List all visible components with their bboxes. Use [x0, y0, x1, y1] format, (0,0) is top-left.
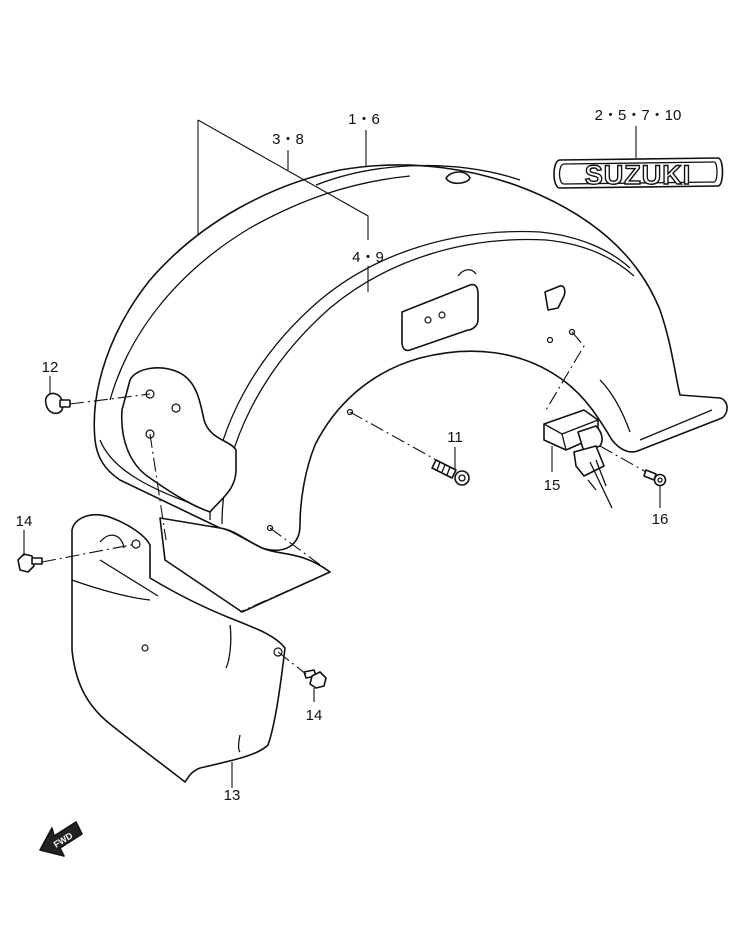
suzuki-emblem: SUZUKI [553, 157, 724, 191]
label-bolt-right: 14 [306, 707, 323, 724]
bolt-14-left [17, 553, 43, 573]
bolt-16 [643, 469, 667, 487]
label-lock-assembly: 15 [544, 477, 561, 494]
label-screw-cap: 12 [42, 359, 59, 376]
lock-assembly-15 [543, 409, 613, 509]
label-fender-front-strip: 3・8 [272, 131, 304, 148]
label-bolt-small: 16 [652, 511, 669, 528]
side-bracket [120, 367, 237, 513]
fwd-arrow: FWD [39, 821, 83, 857]
emblem-text: SUZUKI [585, 160, 692, 190]
label-screw-long: 11 [447, 429, 463, 446]
label-fender-inner-strip: 4・9 [352, 249, 384, 266]
assembly-lines [41, 331, 647, 675]
callout-labels: 1・6 3・8 4・9 2・5・7・10 12 11 15 16 14 14 1… [16, 107, 682, 804]
leader-lines [23, 119, 661, 788]
bolt-14-right [303, 669, 327, 689]
label-bolt-left: 14 [16, 513, 33, 530]
label-emblem: 2・5・7・10 [595, 107, 682, 124]
screw-11 [431, 459, 470, 486]
label-cover-lower: 13 [224, 787, 241, 804]
label-fender-rear: 1・6 [348, 111, 380, 128]
lower-cover [71, 514, 286, 783]
rear-fender [93, 164, 728, 551]
screw-cap-12 [44, 392, 71, 415]
